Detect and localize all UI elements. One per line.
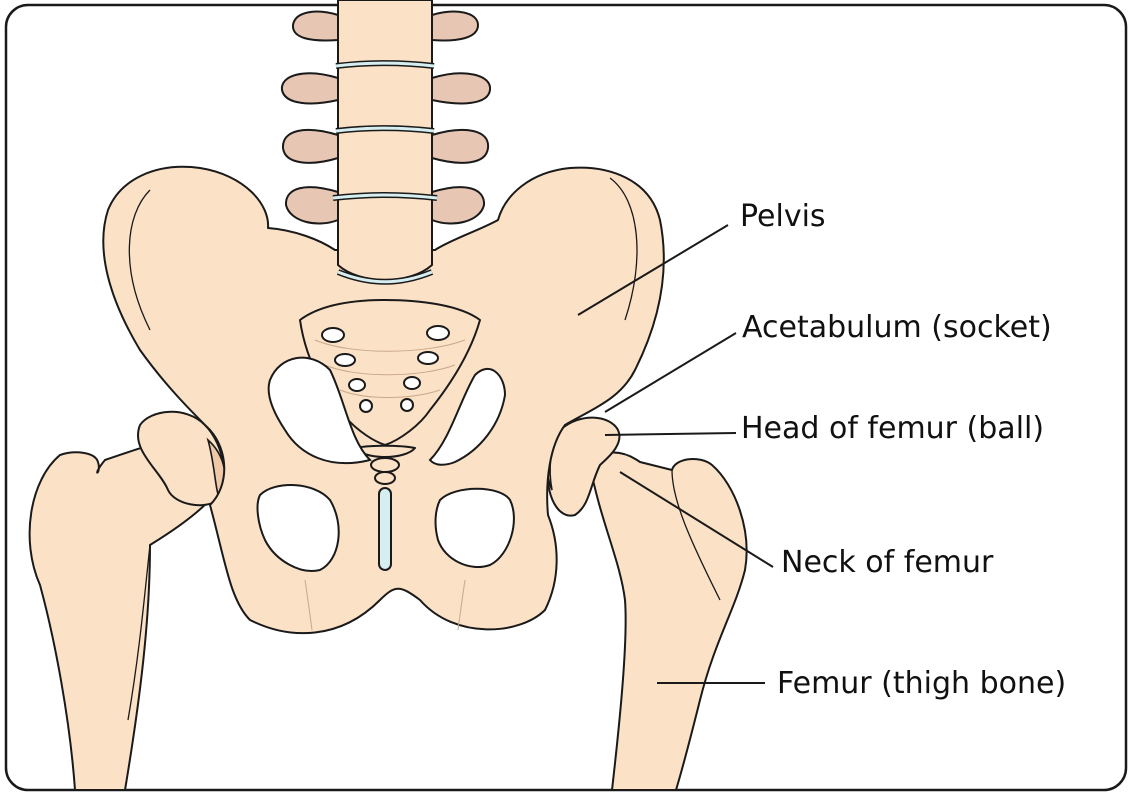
label-pelvis: Pelvis (740, 202, 826, 232)
label-acetabulum: Acetabulum (socket) (742, 313, 1052, 343)
head-of-femur-leader-line (605, 433, 736, 435)
label-neck-of-femur: Neck of femur (781, 548, 993, 578)
label-head-of-femur: Head of femur (ball) (741, 414, 1044, 444)
label-femur: Femur (thigh bone) (777, 669, 1066, 699)
